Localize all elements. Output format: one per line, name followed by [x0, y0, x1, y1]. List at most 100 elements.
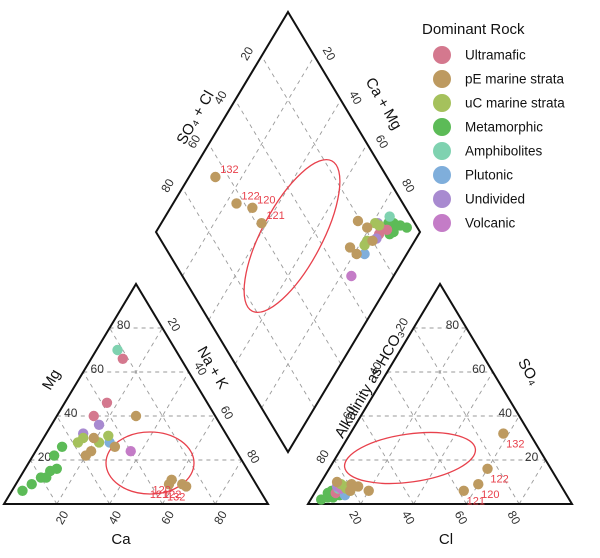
point-cation-5 — [41, 472, 52, 483]
anion-grid-cl-60 — [466, 415, 520, 505]
legend-swatch-7 — [433, 214, 451, 232]
tick-so4-3: 80 — [446, 318, 460, 332]
anion-triangle-frame — [306, 282, 574, 505]
point-diamond-22 — [351, 248, 362, 260]
legend-label-3: Metamorphic — [465, 120, 543, 135]
diamond-frame — [154, 10, 422, 454]
cation-grid-na-40 — [109, 371, 190, 505]
tick-nak-2: 60 — [218, 403, 237, 422]
legend-swatch-0 — [433, 46, 451, 64]
axis-label-so4: SO₄ — [514, 355, 543, 388]
tick-alk-0: 20 — [392, 315, 411, 334]
point-diamond-11 — [384, 211, 395, 222]
legend-label-1: pE marine strata — [465, 72, 565, 87]
legend-label-2: uC marine strata — [465, 96, 565, 111]
tick-so4-2: 60 — [472, 362, 486, 376]
sample-label-diamond-120: 120 — [257, 195, 275, 207]
tick-mg-0: 20 — [38, 450, 52, 464]
legend-label-6: Undivided — [465, 192, 525, 207]
legend-title: Dominant Rock — [422, 21, 525, 38]
tick-cl-0: 20 — [346, 508, 365, 527]
point-anion-26 — [458, 485, 469, 496]
ellipse-cation — [105, 431, 195, 495]
point-diamond-19 — [359, 240, 370, 251]
point-diamond-23 — [344, 242, 356, 253]
point-diamond-25 — [247, 202, 258, 213]
point-cation-1 — [26, 479, 37, 490]
tick-so4cl-2: 60 — [185, 132, 204, 151]
tick-mg-3: 80 — [117, 318, 131, 332]
grid-lines — [30, 55, 546, 505]
cation-grid-ca-40 — [82, 371, 163, 505]
legend-swatch-3 — [433, 118, 451, 136]
sample-label-diamond-122: 122 — [241, 190, 259, 202]
tick-camg-0: 20 — [320, 44, 339, 63]
cation-grid-na-60 — [162, 415, 216, 505]
point-cation-22 — [109, 441, 121, 452]
diamond-grid-camg-60 — [234, 99, 368, 321]
point-cation-8 — [117, 353, 128, 364]
point-anion-22 — [345, 485, 356, 496]
point-anion-27 — [482, 463, 493, 474]
point-cation-23 — [130, 410, 142, 422]
axis-label-cl: Cl — [439, 531, 453, 548]
legend-swatch-6 — [433, 190, 451, 208]
point-cation-10 — [88, 410, 99, 422]
anion-grid-alk-40 — [386, 371, 467, 505]
axis-label-ca-mg: Ca + Mg — [362, 75, 405, 133]
diamond-grid-so4cl-40 — [234, 143, 368, 365]
tick-so4cl-0: 20 — [237, 44, 256, 63]
point-cation-19 — [103, 430, 114, 441]
sample-label-diamond-121: 121 — [266, 210, 284, 222]
tick-ca-1: 40 — [105, 508, 124, 527]
tick-so4cl-3: 80 — [158, 176, 177, 195]
tick-ca-3: 80 — [211, 508, 230, 527]
point-cation-6 — [48, 450, 60, 461]
tick-mg-1: 40 — [64, 406, 78, 420]
point-cation-15 — [125, 446, 136, 457]
sample-label-cation-132: 132 — [167, 491, 185, 503]
axis-label-mg: Mg — [39, 366, 64, 393]
diamond-grid-camg-20 — [182, 187, 315, 409]
point-diamond-15 — [346, 270, 357, 282]
sample-label-cation-122: 122 — [163, 489, 181, 501]
point-diamond-28 — [210, 171, 221, 183]
tick-cl-2: 60 — [452, 508, 471, 527]
legend-swatch-1 — [433, 70, 451, 88]
tick-cl-1: 40 — [399, 508, 418, 527]
legend-swatch-4 — [433, 142, 451, 160]
point-anion-20 — [331, 476, 343, 488]
point-cation-9 — [101, 397, 113, 408]
point-diamond-17 — [373, 220, 385, 231]
tick-camg-1: 40 — [346, 88, 365, 107]
cation-triangle-frame — [2, 282, 270, 505]
sample-label-anion-132: 132 — [506, 439, 524, 451]
point-cation-7 — [56, 441, 68, 452]
diamond-grid-so4cl-60 — [208, 99, 342, 321]
cation-grid-na-80 — [214, 459, 242, 505]
tick-mg-2: 60 — [91, 362, 105, 376]
point-cation-28 — [180, 481, 192, 492]
legend-swatch-2 — [433, 94, 451, 112]
tick-camg-2: 60 — [373, 132, 392, 151]
sample-group-ellipses — [105, 158, 477, 495]
legend-label-7: Volcanic — [465, 216, 516, 231]
point-diamond-14 — [359, 248, 370, 260]
tick-camg-3: 80 — [399, 176, 418, 195]
ellipse-anion — [343, 431, 477, 485]
tick-alk-3: 80 — [313, 447, 332, 466]
point-diamond-27 — [231, 198, 242, 209]
sample-label-cation-120: 120 — [152, 485, 170, 497]
point-diamond-24 — [352, 215, 364, 227]
point-cation-13 — [93, 419, 105, 430]
tick-ca-0: 20 — [53, 508, 72, 527]
point-cation-21 — [88, 432, 99, 444]
axis-label-alk: Alkalinity as HCO₃ — [331, 326, 407, 441]
point-cation-24 — [85, 446, 97, 457]
sample-label-anion-120: 120 — [481, 489, 499, 501]
diamond-grid-so4cl-20 — [261, 187, 394, 409]
tick-so4-1: 40 — [499, 406, 513, 420]
anion-grid-cl-40 — [413, 371, 494, 505]
